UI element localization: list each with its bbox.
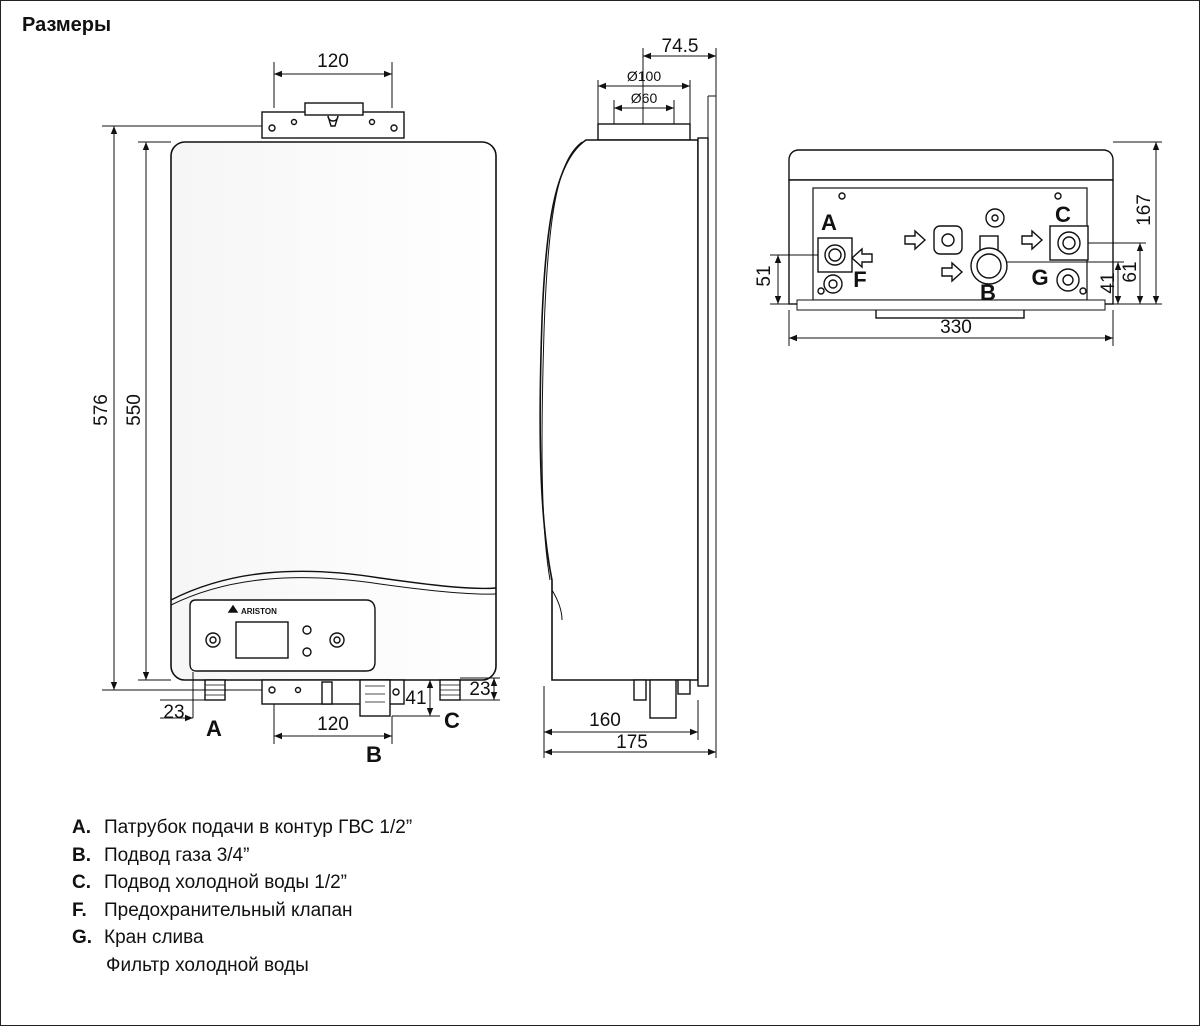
legend-item: B. Подвод газа 3/4” [72,842,412,870]
legend-key: C. [72,872,91,893]
connector-b-pipe [359,679,391,717]
legend-text: Предохранительный клапан [104,899,353,921]
legend-text: Подвод холодной воды 1/2” [104,872,348,893]
legend-item: C. Подвод холодной воды 1/2” [72,869,412,897]
dim-flue-offset-74-5: 74.5 [662,36,699,57]
plus-button [302,625,312,635]
bottom-connector-c [1049,225,1089,261]
bottom-connector-b [970,247,1008,285]
bottom-label-f: F [853,267,866,292]
left-knob [205,632,221,648]
dim-total-height-576: 576 [91,394,112,426]
front-view-labels: 120 576 550 23 41 23 120 A B C ARISTON [91,51,491,767]
bottom-cover [788,149,1114,181]
legend-item: A. Патрубок подачи в контур ГВС 1/2” [72,814,412,842]
flow-arrow-icon [904,229,927,251]
dim-width-330: 330 [940,317,972,338]
connector-label-a: A [206,716,222,741]
bottom-view [770,141,1162,346]
dim-flue-outer-100: Ø100 [627,68,661,84]
connector-label-c: C [444,708,460,733]
bottom-connector-a [817,237,853,273]
bottom-view-labels: 167 61 41 51 330 A C F G B [754,194,1155,338]
legend-item: F. Предохранительный клапан [72,897,412,925]
dim-bottom-spacing-120: 120 [317,714,349,735]
connector-label-b: B [366,742,382,767]
bottom-label-g: G [1031,265,1048,290]
dim-top-bracket-120: 120 [317,51,349,72]
legend-extra-text: Фильтр холодной воды [106,954,309,976]
dim-left-pipe-23: 23 [163,702,184,723]
valve-f [823,274,843,294]
right-knob [329,632,345,648]
dim-depth-175: 175 [616,732,648,753]
display-screen [235,621,289,659]
legend-item: G. Кран слива [72,924,412,952]
dim-gas-depth-41: 41 [405,688,426,709]
flow-arrow-icon [1021,229,1044,251]
legend-key: B. [72,844,91,866]
legend-key: A. [72,817,91,838]
dim-height-167: 167 [1134,194,1155,226]
dim-height-41: 41 [1098,272,1119,293]
page-title: Размеры [22,14,112,36]
dim-flue-inner-60: Ø60 [631,90,658,106]
top-bracket [261,111,405,139]
side-view [539,48,717,758]
flow-arrow-icon [850,247,873,269]
side-view-labels: 74.5 Ø100 Ø60 160 175 [589,36,698,753]
brand-label: ARISTON [241,607,277,616]
legend-text: Патрубок подачи в контур ГВС 1/2” [104,817,413,838]
bottom-label-a: A [821,210,837,235]
legend-key: F. [72,899,87,921]
drain-g [1056,268,1080,292]
flow-arrow-icon [941,261,964,283]
dim-depth-160: 160 [589,710,621,731]
bottom-label-b: B [980,280,996,305]
bottom-label-c: C [1055,202,1071,227]
dim-body-height-550: 550 [124,394,145,426]
minus-button [302,647,312,657]
flue-collar [597,123,691,141]
dim-height-61: 61 [1120,261,1141,282]
legend-key: G. [72,927,93,948]
front-view [102,62,500,744]
dim-right-pipe-23: 23 [469,679,490,700]
legend-text: Кран слива [104,927,204,948]
legend: A. Патрубок подачи в контур ГВС 1/2” B. … [72,814,412,979]
legend-text: Подвод газа 3/4” [104,844,250,866]
dim-height-51: 51 [754,265,775,286]
side-body [539,139,699,681]
ariston-logo-icon [227,604,239,613]
wall-plate [697,137,709,687]
